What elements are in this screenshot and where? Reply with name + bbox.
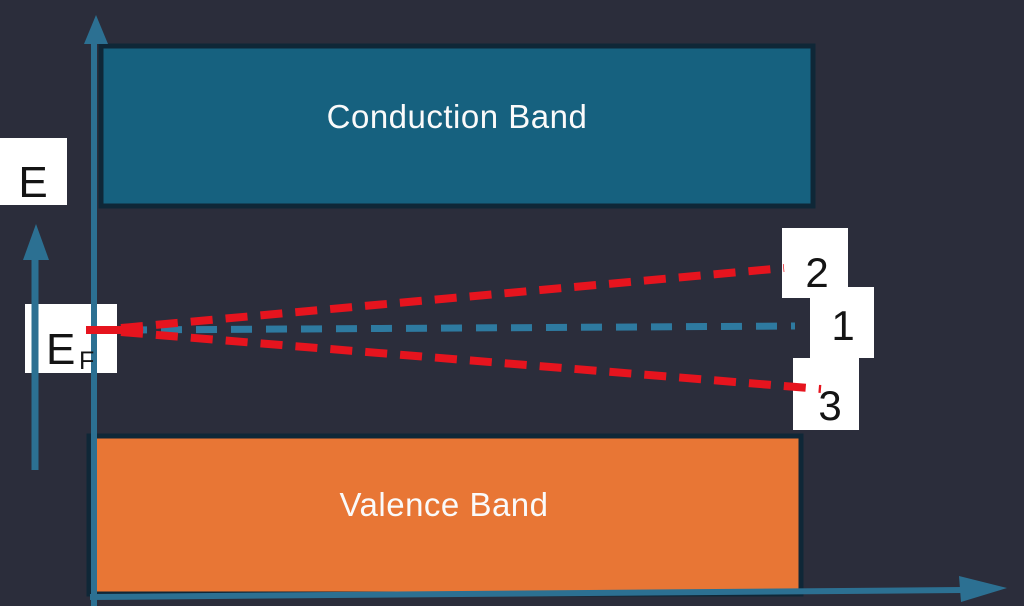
- fermi-label-subscript: F: [79, 347, 94, 375]
- valence-band-box: [86, 433, 804, 597]
- label-box-1: [810, 287, 874, 358]
- fermi-line-3-dashed: [120, 328, 822, 393]
- fermi-label-main: E: [46, 325, 75, 374]
- x-axis-line: [89, 587, 963, 600]
- level-label-3: 3: [818, 382, 841, 429]
- x-axis-arrowhead-icon: [959, 576, 1007, 602]
- y-axis-arrowhead-icon: [84, 15, 108, 44]
- energy-label-box: [0, 138, 67, 205]
- energy-axis-label: E: [18, 158, 47, 207]
- fermi-line-2-dashed: [120, 264, 785, 332]
- fermi-line-1-dashed: [125, 322, 796, 334]
- energy-arrow-arrowhead-icon: [23, 224, 49, 260]
- conduction-band-box: [98, 43, 816, 209]
- level-label-2: 2: [805, 249, 828, 296]
- fermi-label-box: [25, 304, 117, 373]
- level-label-1: 1: [831, 302, 854, 349]
- label-box-3: [793, 358, 859, 430]
- valence-band-label: Valence Band: [339, 486, 548, 523]
- label-box-2: [782, 228, 848, 298]
- conduction-band-label: Conduction Band: [327, 98, 588, 135]
